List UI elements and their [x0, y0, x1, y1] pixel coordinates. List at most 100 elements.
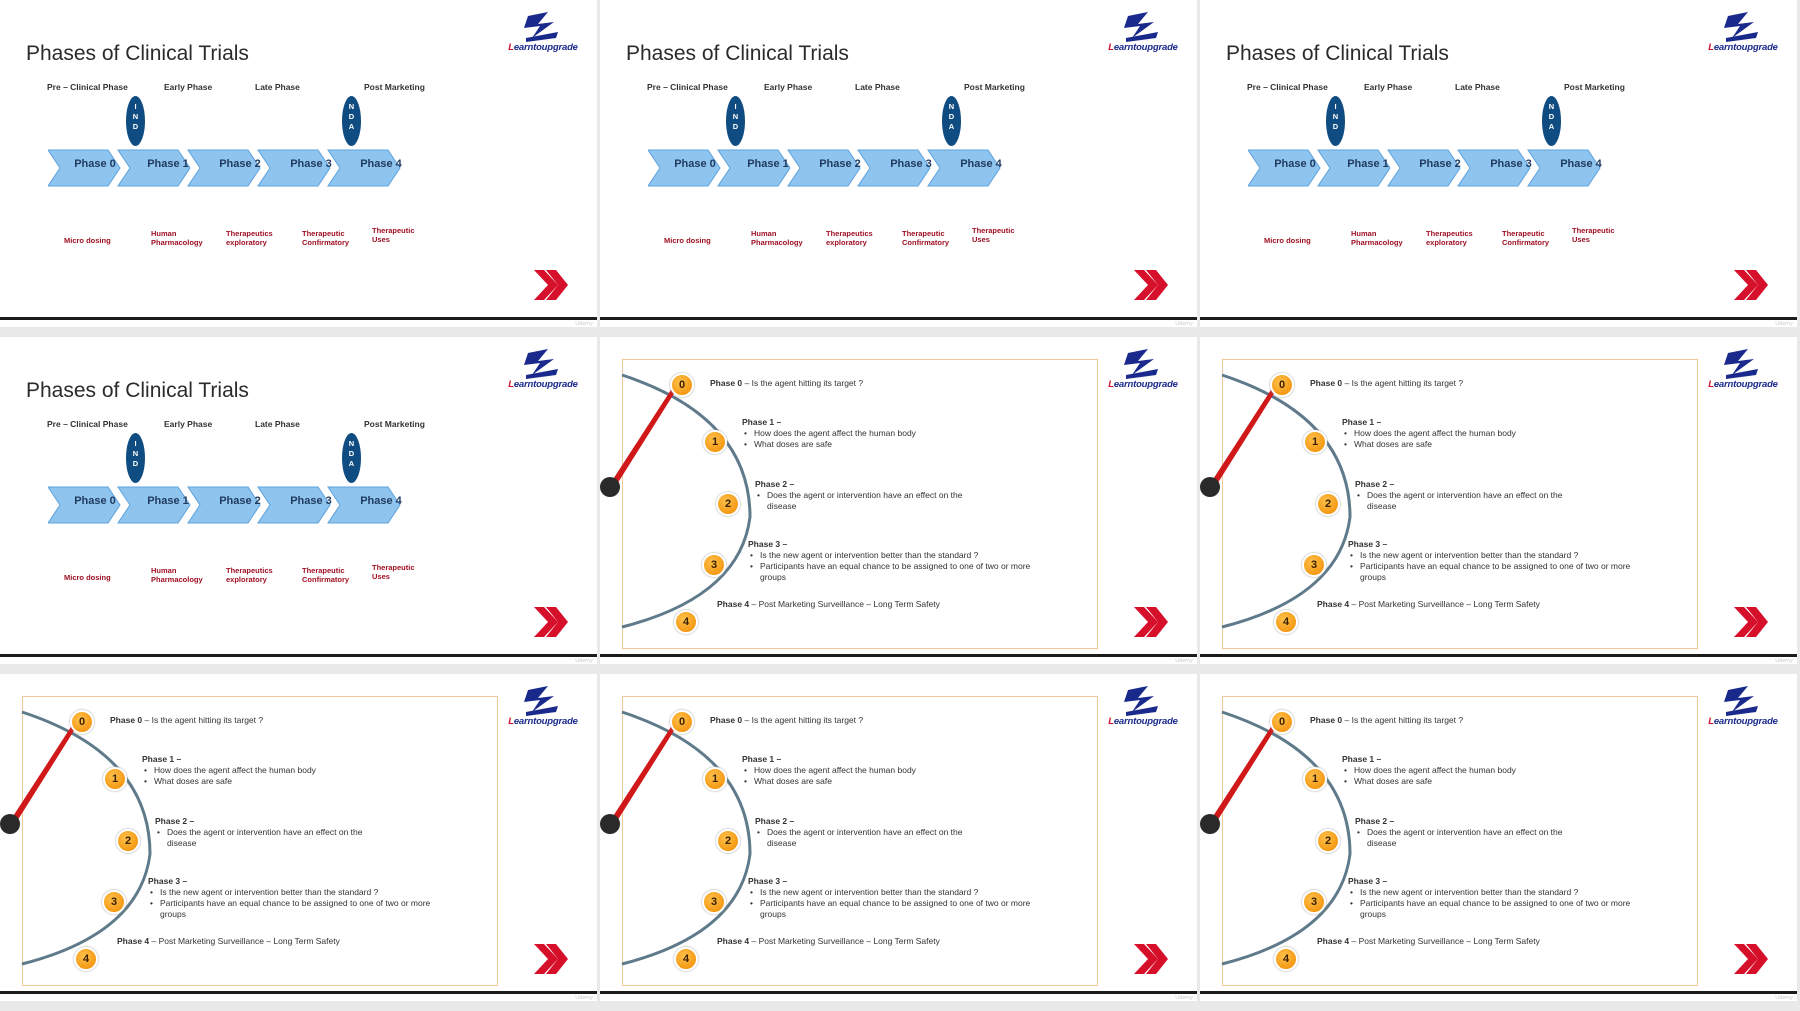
- learntoupgrade-logo: Learntoupgrade: [500, 686, 586, 732]
- phase-use-label: Micro dosing: [1264, 236, 1311, 245]
- phase-dial: [1200, 710, 1352, 966]
- phase-chevron-label: Phase 3: [890, 158, 932, 170]
- learntoupgrade-logo: Learntoupgrade: [1700, 686, 1786, 732]
- content-frame: [22, 696, 498, 986]
- learntoupgrade-logo: Learntoupgrade: [1100, 12, 1186, 58]
- logo-mark-icon: [1724, 686, 1758, 716]
- next-slide-chevron-icon[interactable]: [1132, 605, 1168, 639]
- learntoupgrade-logo: Learntoupgrade: [1700, 12, 1786, 58]
- dial-needle: [8, 716, 82, 826]
- slide-divider: [0, 991, 597, 994]
- stage-label: Pre – Clinical Phase: [47, 419, 128, 429]
- phase-chevron: [48, 149, 121, 187]
- phase-node-4: 4: [674, 610, 698, 634]
- content-frame: [1222, 359, 1698, 649]
- phase2-text: Phase 2 –Does the agent or intervention …: [755, 479, 985, 512]
- content-frame: [1222, 696, 1698, 986]
- phase1-text: Phase 1 –How does the agent affect the h…: [142, 754, 442, 787]
- stage-label: Pre – Clinical Phase: [1247, 82, 1328, 92]
- phase1-text: Phase 1 –How does the agent affect the h…: [1342, 754, 1642, 787]
- next-slide-chevron-icon[interactable]: [532, 942, 568, 976]
- phase-chevron-label: Phase 0: [1274, 158, 1316, 170]
- phase-chevron-row: [648, 149, 1001, 187]
- dial-needle: [608, 716, 682, 826]
- slide-thumbnail-phases[interactable]: Learntoupgrade Phases of Clinical Trials…: [0, 0, 597, 327]
- phase-chevron: [117, 149, 191, 187]
- next-slide-chevron-icon[interactable]: [532, 268, 568, 302]
- phase2-text: Phase 2 –Does the agent or intervention …: [1355, 816, 1585, 849]
- next-slide-chevron-icon[interactable]: [532, 605, 568, 639]
- watermark: Udemy: [1775, 658, 1793, 664]
- slide-title: Phases of Clinical Trials: [626, 42, 849, 65]
- dial-pivot: [1200, 477, 1220, 497]
- slide-thumbnail-phases[interactable]: Learntoupgrade Phases of Clinical Trials…: [0, 337, 597, 664]
- slide-thumbnail-phases[interactable]: Learntoupgrade Phases of Clinical Trials…: [600, 0, 1197, 327]
- phase-chevron-label: Phase 3: [290, 495, 332, 507]
- stage-label: Post Marketing: [364, 419, 425, 429]
- logo-wordmark: earntoupgrade: [1113, 379, 1178, 390]
- phase-node-1: 1: [103, 767, 127, 791]
- dial-needle: [608, 379, 682, 489]
- logo-initial: L: [1108, 716, 1114, 727]
- stage-label: Early Phase: [1364, 82, 1413, 92]
- watermark: Udemy: [1175, 995, 1193, 1001]
- phase-node-2: 2: [716, 492, 740, 516]
- phase-node-3: 3: [1302, 890, 1326, 914]
- next-slide-chevron-icon[interactable]: [1732, 268, 1768, 302]
- content-frame: [622, 359, 1098, 649]
- next-slide-chevron-icon[interactable]: [1732, 942, 1768, 976]
- phase1-text: Phase 1 –How does the agent affect the h…: [742, 417, 1042, 450]
- logo-initial: L: [508, 42, 514, 53]
- logo-wordmark: earntoupgrade: [1113, 716, 1178, 727]
- slide-divider: [0, 654, 597, 657]
- phase-node-3: 3: [702, 553, 726, 577]
- dial-needle: [1208, 716, 1282, 826]
- slide-title: Phases of Clinical Trials: [26, 379, 249, 402]
- phase1-text: Phase 1 –How does the agent affect the h…: [1342, 417, 1642, 450]
- phase4-text: Phase 4 – Post Marketing Surveillance – …: [717, 599, 940, 609]
- phase0-text: Phase 0 – Is the agent hitting its targe…: [710, 715, 864, 725]
- phase0-text: Phase 0 – Is the agent hitting its targe…: [1310, 378, 1464, 388]
- slide-thumbnail-phases[interactable]: Learntoupgrade Phases of Clinical Trials…: [1200, 0, 1797, 327]
- phase-chevron: [48, 486, 121, 524]
- phase-chevron: [857, 149, 931, 187]
- watermark: Udemy: [1775, 321, 1793, 327]
- phase-chevron: [787, 149, 861, 187]
- next-slide-chevron-icon[interactable]: [1132, 268, 1168, 302]
- phase3-text: Phase 3 –Is the new agent or interventio…: [748, 539, 1038, 583]
- phase-dial: [1200, 373, 1352, 629]
- phase-node-1: 1: [1303, 430, 1327, 454]
- watermark: Udemy: [575, 658, 593, 664]
- phase-dial: [600, 373, 752, 629]
- stage-label: Late Phase: [255, 419, 300, 429]
- stage-label: Late Phase: [855, 82, 900, 92]
- next-slide-chevron-icon[interactable]: [1132, 942, 1168, 976]
- next-slide-chevron-icon[interactable]: [1732, 605, 1768, 639]
- phase-node-4: 4: [74, 947, 98, 971]
- phase-chevron-row: [1248, 149, 1601, 187]
- phase-node-3: 3: [1302, 553, 1326, 577]
- phase-node-2: 2: [716, 829, 740, 853]
- learntoupgrade-logo: Learntoupgrade: [1700, 349, 1786, 395]
- stage-label: Early Phase: [164, 419, 213, 429]
- stage-label: Post Marketing: [1564, 82, 1625, 92]
- phase0-text: Phase 0 – Is the agent hitting its targe…: [1310, 715, 1464, 725]
- watermark: Udemy: [1175, 658, 1193, 664]
- stage-label: Post Marketing: [364, 82, 425, 92]
- phase-chevron: [1457, 149, 1531, 187]
